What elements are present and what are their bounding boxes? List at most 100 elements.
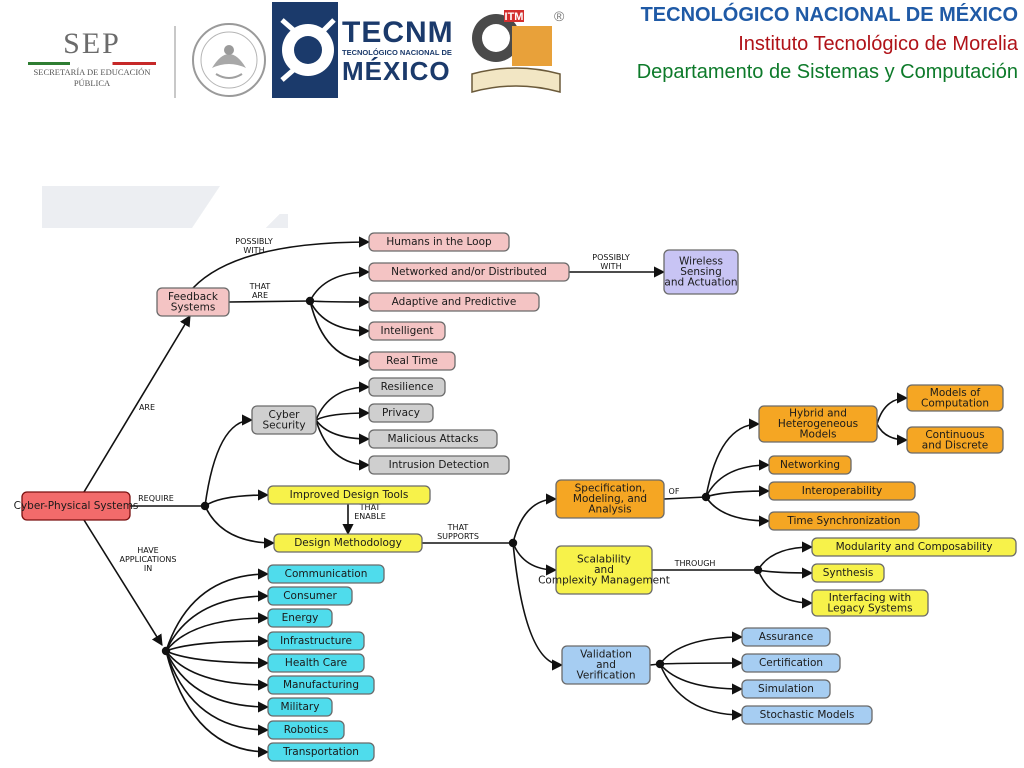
node-box-spec xyxy=(555,479,665,519)
node-box-transportation xyxy=(267,742,375,762)
node-box-hybrid xyxy=(758,405,878,443)
node-box-certification xyxy=(741,653,841,673)
junction-dot-req xyxy=(200,501,210,511)
node-label-consumer: Consumer xyxy=(283,590,337,602)
node-humans: Humans in the Loop xyxy=(368,232,510,252)
edge-val-certification xyxy=(659,657,744,669)
edge-label-through: THROUGH xyxy=(674,559,716,568)
header-divider xyxy=(174,26,176,98)
node-box-resilience xyxy=(368,377,446,397)
edge-cps-feedback xyxy=(83,315,191,493)
edge-feedback-junction xyxy=(228,300,311,303)
background-shape-tip xyxy=(192,186,220,228)
itm-logo: ITM xyxy=(471,10,561,93)
node-label-realtime: Real Time xyxy=(386,355,438,367)
node-box-robotics xyxy=(267,720,345,740)
background-shape xyxy=(42,186,192,228)
node-box-privacy xyxy=(368,403,434,423)
junction-dot-thr xyxy=(753,565,763,575)
edge-cyber-intrusion xyxy=(315,419,371,471)
edge-label-of: OF xyxy=(669,487,680,496)
node-label-resilience: Resilience xyxy=(381,381,434,393)
node-box-energy xyxy=(267,608,333,628)
edge-apps-transportation xyxy=(165,650,270,758)
tecnm-logo-text: TECNM xyxy=(342,16,454,49)
node-label-infrastructure: Infrastructure xyxy=(280,635,352,647)
institution-title: TECNOLÓGICO NACIONAL DE MÉXICO xyxy=(640,4,1018,26)
node-label-networked: Networked and/or Distributed xyxy=(391,266,547,278)
node-improved: Improved Design Tools xyxy=(267,485,431,505)
node-label-transportation: Transportation xyxy=(282,746,359,758)
sep-logo-text: SEP xyxy=(63,27,121,60)
node-box-wireless xyxy=(663,249,739,295)
node-adaptive: Adaptive and Predictive xyxy=(368,292,540,312)
node-communication: Communication xyxy=(267,564,385,584)
node-label-cps: Cyber-Physical Systems xyxy=(14,500,139,512)
node-interop: Interoperability xyxy=(768,481,916,501)
node-label-robotics: Robotics xyxy=(284,724,329,736)
node-box-stochastic xyxy=(741,705,873,725)
junction-dot-apps xyxy=(161,646,171,656)
node-box-healthcare xyxy=(267,653,365,673)
edge-require-improved xyxy=(204,489,270,507)
node-box-cps xyxy=(21,491,131,521)
node-robotics: Robotics xyxy=(267,720,345,740)
edge-require-cyber xyxy=(204,414,254,507)
node-label-adaptive: Adaptive and Predictive xyxy=(392,296,517,308)
node-certification: Certification xyxy=(741,653,841,673)
node-box-realtime xyxy=(368,351,456,371)
node-box-networked xyxy=(368,262,570,282)
node-privacy: Privacy xyxy=(368,403,434,423)
node-label-stochastic: Stochastic Models xyxy=(760,709,855,721)
node-label-timesync: Time Synchronization xyxy=(786,515,900,527)
node-box-cyber xyxy=(251,405,317,435)
edge-apps-manufacturing xyxy=(165,650,270,691)
edge-apps-healthcare xyxy=(165,650,270,669)
node-energy: Energy xyxy=(267,608,333,628)
node-realtime: Real Time xyxy=(368,351,456,371)
edge-feedback-humans xyxy=(192,236,371,289)
node-designmeth: Design Methodology xyxy=(273,533,423,553)
node-synthesis: Synthesis xyxy=(811,563,885,583)
node-box-improved xyxy=(267,485,431,505)
node-assurance: Assurance xyxy=(741,627,831,647)
node-timesync: Time Synchronization xyxy=(768,511,920,531)
node-intelligent: Intelligent xyxy=(368,321,446,341)
node-healthcare: Health Care xyxy=(267,653,365,673)
node-label-intelligent: Intelligent xyxy=(381,325,434,337)
tecnm-logo-subtitle: TECNOLÓGICO NACIONAL DE xyxy=(342,48,452,57)
edge-label-require: REQUIRE xyxy=(138,494,174,503)
sep-logo-subtitle: SECRETARÍA DE EDUCACIÓN PÚBLICA xyxy=(33,67,151,88)
edge-apps-military xyxy=(165,650,270,713)
node-label-interop: Interoperability xyxy=(802,485,882,497)
node-networked: Networked and/or Distributed xyxy=(368,262,570,282)
edge-of-networking xyxy=(705,459,771,498)
edge-val-assurance xyxy=(659,631,744,665)
node-box-humans xyxy=(368,232,510,252)
node-label-energy: Energy xyxy=(282,612,319,624)
edge-of-timesync xyxy=(705,496,771,527)
edge-of-hybrid xyxy=(705,418,761,498)
node-box-military xyxy=(267,697,333,717)
edge-apps-infrastructure xyxy=(165,635,270,652)
edge-supports-spec xyxy=(512,493,558,544)
edge-hybrid-continuous xyxy=(876,423,909,446)
header-bar: SEP SECRETARÍA DE EDUCACIÓN PÚBLICA TECN… xyxy=(0,0,1024,112)
node-box-modularity xyxy=(811,537,1017,557)
node-box-legacy xyxy=(811,589,929,617)
node-infrastructure: Infrastructure xyxy=(267,631,365,651)
edge-spec-junction xyxy=(663,496,707,500)
node-label-simulation: Simulation xyxy=(758,683,814,695)
node-label-military: Military xyxy=(281,701,320,713)
node-cps: Cyber-Physical Systems xyxy=(14,491,139,521)
junction-dot-val xyxy=(655,659,665,669)
